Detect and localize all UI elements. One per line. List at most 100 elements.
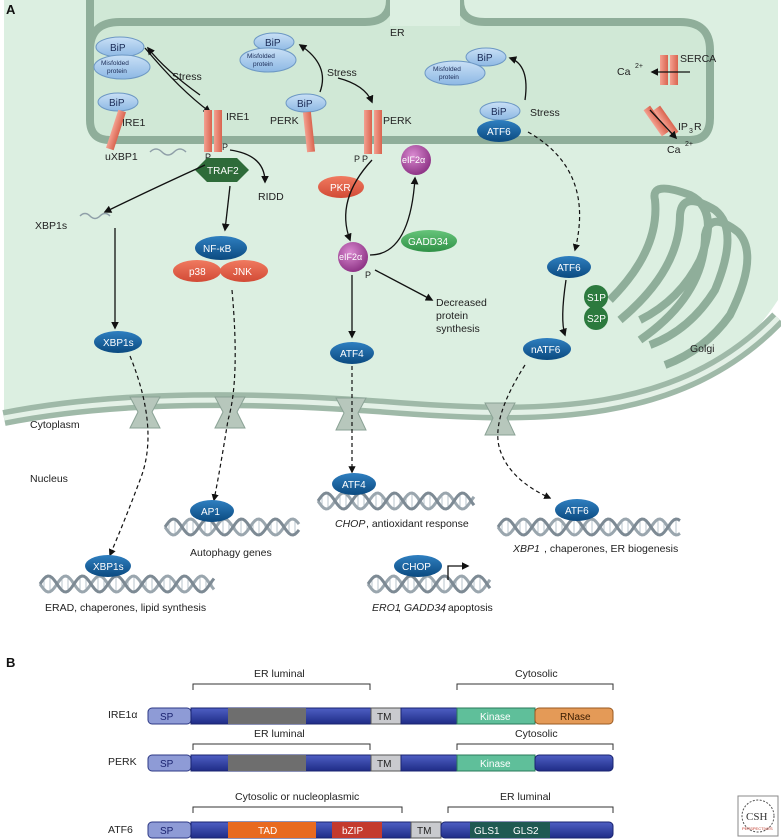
s2p bbox=[584, 306, 608, 330]
xbp1s-target-label: ERAD, chaperones, lipid synthesis bbox=[45, 602, 206, 614]
svg-text:RNase: RNase bbox=[560, 712, 591, 723]
decreased-line-3: synthesis bbox=[436, 323, 480, 335]
domain-row-atf6: Cytosolic or nucleoplasmic ER luminal AT… bbox=[108, 791, 614, 839]
svg-text:ER luminal: ER luminal bbox=[254, 668, 305, 680]
svg-text:Ca: Ca bbox=[617, 66, 631, 78]
natf6 bbox=[523, 338, 571, 360]
svg-text:2+: 2+ bbox=[685, 141, 693, 148]
svg-text:Kinase: Kinase bbox=[480, 712, 511, 723]
svg-text:BiP: BiP bbox=[265, 38, 281, 49]
svg-text:protein: protein bbox=[439, 74, 459, 81]
svg-text:P: P bbox=[365, 270, 371, 280]
traf2 bbox=[195, 158, 249, 182]
ire1-branch: BiP Misfolded protein Stress BiP IRE1 IR… bbox=[35, 36, 284, 557]
s1p bbox=[584, 285, 608, 309]
atf4 bbox=[330, 342, 374, 364]
golgi-label: Golgi bbox=[690, 343, 715, 355]
xbp1s-protein bbox=[94, 331, 142, 353]
svg-text:nATF6: nATF6 bbox=[531, 345, 561, 356]
svg-text:3: 3 bbox=[689, 128, 693, 135]
cytoplasm-label: Cytoplasm bbox=[30, 419, 80, 431]
misfolded-label-2: protein bbox=[107, 68, 127, 75]
nfkb bbox=[195, 236, 247, 260]
nucleus-label: Nucleus bbox=[30, 473, 68, 485]
perk-branch: BiP Misfolded protein Stress BiP PERK PE… bbox=[239, 32, 487, 474]
svg-text:ATF6: ATF6 bbox=[557, 263, 581, 274]
svg-text:PKR: PKR bbox=[330, 183, 351, 194]
svg-text:CHOP: CHOP bbox=[402, 562, 431, 573]
atf4-nucleus bbox=[332, 473, 376, 495]
svg-text:Cytosolic or nucleoplasmic: Cytosolic or nucleoplasmic bbox=[235, 791, 359, 803]
eif2a-top bbox=[401, 145, 431, 175]
svg-text:ER luminal: ER luminal bbox=[500, 791, 551, 803]
dna-strand bbox=[38, 574, 216, 594]
atf4-target-italic: CHOP bbox=[335, 518, 365, 530]
chop-target-italic-2: GADD34 bbox=[404, 602, 446, 614]
er-label: ER bbox=[390, 27, 405, 39]
chop-target-label: , apoptosis bbox=[442, 602, 493, 614]
dna-strand bbox=[496, 517, 681, 537]
svg-text:Cytosolic: Cytosolic bbox=[515, 668, 558, 680]
ire1a-name: IRE1α bbox=[108, 709, 137, 721]
ip3r-channel bbox=[643, 105, 669, 137]
svg-text:TM: TM bbox=[377, 712, 391, 723]
svg-text:Misfolded: Misfolded bbox=[247, 53, 275, 60]
xbp1s-nucleus bbox=[85, 555, 131, 577]
dna-chop bbox=[366, 574, 492, 594]
svg-text:ATF6: ATF6 bbox=[487, 127, 511, 138]
eif2a-bottom bbox=[338, 242, 368, 272]
svg-text:P: P bbox=[354, 154, 360, 164]
chop bbox=[394, 555, 442, 577]
perk-label-right: PERK bbox=[383, 115, 412, 127]
perk-name: PERK bbox=[108, 756, 137, 768]
csh-perspectives-logo: CSH PERSPECTIVES bbox=[737, 795, 779, 837]
uxbp1-mrna bbox=[149, 148, 187, 156]
jnk bbox=[220, 260, 268, 282]
svg-text:TRAF2: TRAF2 bbox=[207, 166, 239, 177]
svg-text:eIF2α: eIF2α bbox=[339, 252, 362, 262]
svg-text:JNK: JNK bbox=[233, 267, 252, 278]
golgi-stacks bbox=[607, 184, 752, 369]
dna-strand bbox=[316, 491, 476, 511]
dna-strand bbox=[38, 574, 216, 594]
svg-text:PERSPECTIVES: PERSPECTIVES bbox=[742, 826, 773, 831]
svg-text:Ca: Ca bbox=[667, 144, 681, 156]
svg-text:bZIP: bZIP bbox=[342, 826, 363, 837]
svg-text:CSH: CSH bbox=[746, 811, 767, 823]
svg-text:GLS2: GLS2 bbox=[513, 826, 539, 837]
perk-monomer bbox=[302, 111, 316, 153]
svg-text:Cytosolic: Cytosolic bbox=[515, 728, 558, 740]
atf6-er bbox=[477, 120, 521, 142]
svg-text:P: P bbox=[205, 152, 211, 162]
calcium-channels: SERCA Ca 2+ IP 3 R Ca 2+ bbox=[617, 53, 716, 156]
dna-strand bbox=[366, 574, 492, 594]
svg-text:GLS1: GLS1 bbox=[474, 826, 500, 837]
svg-text:eIF2α: eIF2α bbox=[402, 155, 425, 165]
ire1-label-left: IRE1 bbox=[122, 117, 146, 129]
p38 bbox=[173, 260, 221, 282]
stress-label-perk: Stress bbox=[327, 67, 357, 79]
svg-text:,: , bbox=[398, 602, 401, 614]
svg-text:TM: TM bbox=[417, 826, 431, 837]
svg-text:S2P: S2P bbox=[587, 314, 606, 325]
svg-text:R: R bbox=[694, 121, 702, 133]
svg-text:Kinase: Kinase bbox=[480, 759, 511, 770]
perk-label-left: PERK bbox=[270, 115, 299, 127]
svg-text:P: P bbox=[222, 142, 228, 152]
svg-text:2+: 2+ bbox=[635, 63, 643, 70]
decreased-line-2: protein bbox=[436, 310, 468, 322]
xbp1s-mrna bbox=[79, 212, 111, 220]
atf6-target-italic: XBP1 bbox=[512, 543, 540, 555]
pkr bbox=[318, 176, 364, 198]
ire1-receptor-monomer bbox=[106, 109, 126, 151]
svg-text:XBP1s: XBP1s bbox=[103, 338, 134, 349]
svg-text:ATF4: ATF4 bbox=[342, 480, 366, 491]
domain-row-perk: ER luminal Cytosolic PERK SP TM Kinase bbox=[108, 728, 614, 772]
svg-text:protein: protein bbox=[253, 61, 273, 68]
atf4-target-label: , antioxidant response bbox=[366, 518, 469, 530]
svg-text:BiP: BiP bbox=[477, 53, 493, 64]
transcription-start-arrow bbox=[447, 562, 470, 580]
atf6-nucleus bbox=[555, 499, 599, 521]
atf6-branch: BiP Misfolded protein Stress BiP ATF6 AT… bbox=[424, 47, 608, 499]
